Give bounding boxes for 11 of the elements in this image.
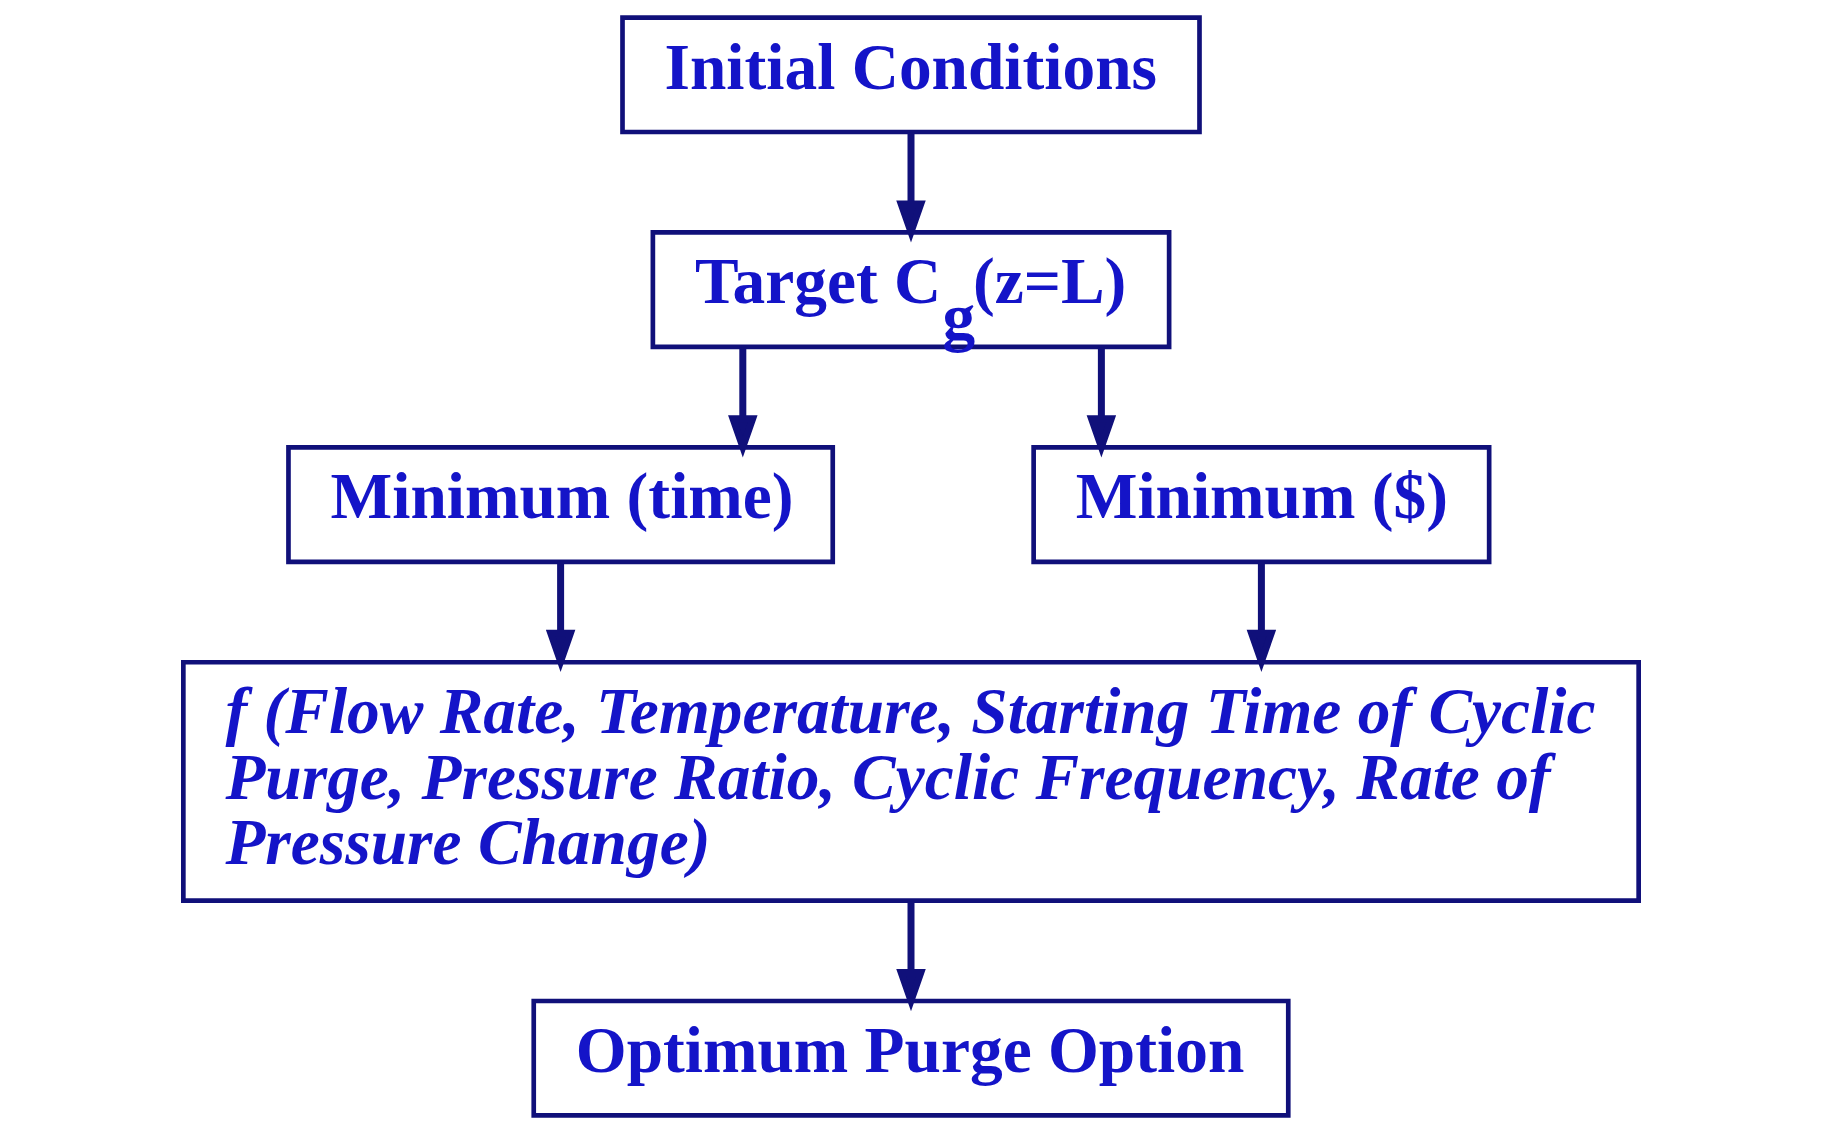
arrow [1086, 347, 1117, 458]
arrow [896, 901, 926, 1012]
node-box: f (Flow Rate, Temperature, Starting Time of Cyclic Purge, Pressure Ratio, Cyclic Frequency, Rate of Pressure Change) [181, 659, 1641, 903]
node-box: Minimum (time) [286, 445, 836, 565]
arrow [545, 561, 576, 672]
arrow [728, 347, 758, 458]
node-box: Initial Conditions [620, 15, 1202, 135]
arrow [1246, 561, 1277, 672]
node-box: Optimum Purge Option [531, 998, 1291, 1118]
node-box: Minimum ($) [1031, 445, 1492, 565]
arrow [896, 132, 926, 243]
